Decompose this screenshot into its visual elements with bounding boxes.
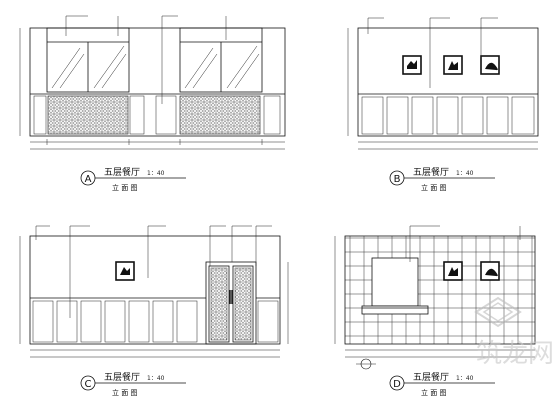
- svg-text:1：40: 1：40: [456, 170, 474, 177]
- elevation-c: C 五层餐厅 1：40 立 面 图: [19, 225, 289, 397]
- svg-text:五层餐厅: 五层餐厅: [104, 371, 140, 383]
- window-left: [46, 27, 130, 93]
- wall-outline-b: [357, 27, 539, 137]
- svg-text:1：40: 1：40: [147, 375, 165, 382]
- svg-text:立 面 图: 立 面 图: [421, 388, 446, 397]
- title-block-b: B 五层餐厅 1：40 立 面 图: [389, 166, 495, 192]
- svg-text:A: A: [85, 174, 92, 185]
- title-block-d: D 五层餐厅 1：40 立 面 图: [389, 371, 495, 397]
- svg-text:1：40: 1：40: [147, 170, 165, 177]
- svg-text:五层餐厅: 五层餐厅: [104, 166, 140, 178]
- svg-text:1：40: 1：40: [456, 375, 474, 382]
- elevation-b: B 五层餐厅 1：40 立 面 图: [347, 17, 539, 192]
- lattice-radiator-cover-left: [47, 95, 129, 135]
- window-right: [179, 27, 263, 93]
- watermark-logo: 筑龙网: [474, 296, 554, 369]
- serving-window: [371, 257, 419, 307]
- double-door: [205, 261, 257, 345]
- svg-text:五层餐厅: 五层餐厅: [413, 166, 449, 178]
- counter-ledge: [361, 305, 429, 315]
- elevation-a: A 五层餐厅 1：40 立 面 图: [19, 15, 286, 192]
- wall-outline-c: [29, 235, 281, 345]
- svg-text:立 面 图: 立 面 图: [421, 183, 446, 192]
- wall-outline-a: [29, 27, 286, 137]
- svg-text:立 面 图: 立 面 图: [112, 388, 137, 397]
- svg-text:D: D: [393, 379, 401, 390]
- svg-text:筑龙网: 筑龙网: [476, 339, 554, 369]
- picture-frames-b: [402, 55, 500, 75]
- elevation-d: D 五层餐厅 1：40 立 面 图: [334, 225, 536, 397]
- svg-text:B: B: [394, 174, 401, 185]
- svg-text:立 面 图: 立 面 图: [112, 183, 137, 192]
- title-block-c: C 五层餐厅 1：40 立 面 图: [80, 371, 186, 397]
- title-block-a: A 五层餐厅 1：40 立 面 图: [80, 166, 186, 192]
- svg-text:C: C: [85, 379, 92, 390]
- lattice-radiator-cover-right: [179, 95, 261, 135]
- svg-text:五层餐厅: 五层餐厅: [413, 371, 449, 383]
- picture-frame-c: [115, 261, 135, 281]
